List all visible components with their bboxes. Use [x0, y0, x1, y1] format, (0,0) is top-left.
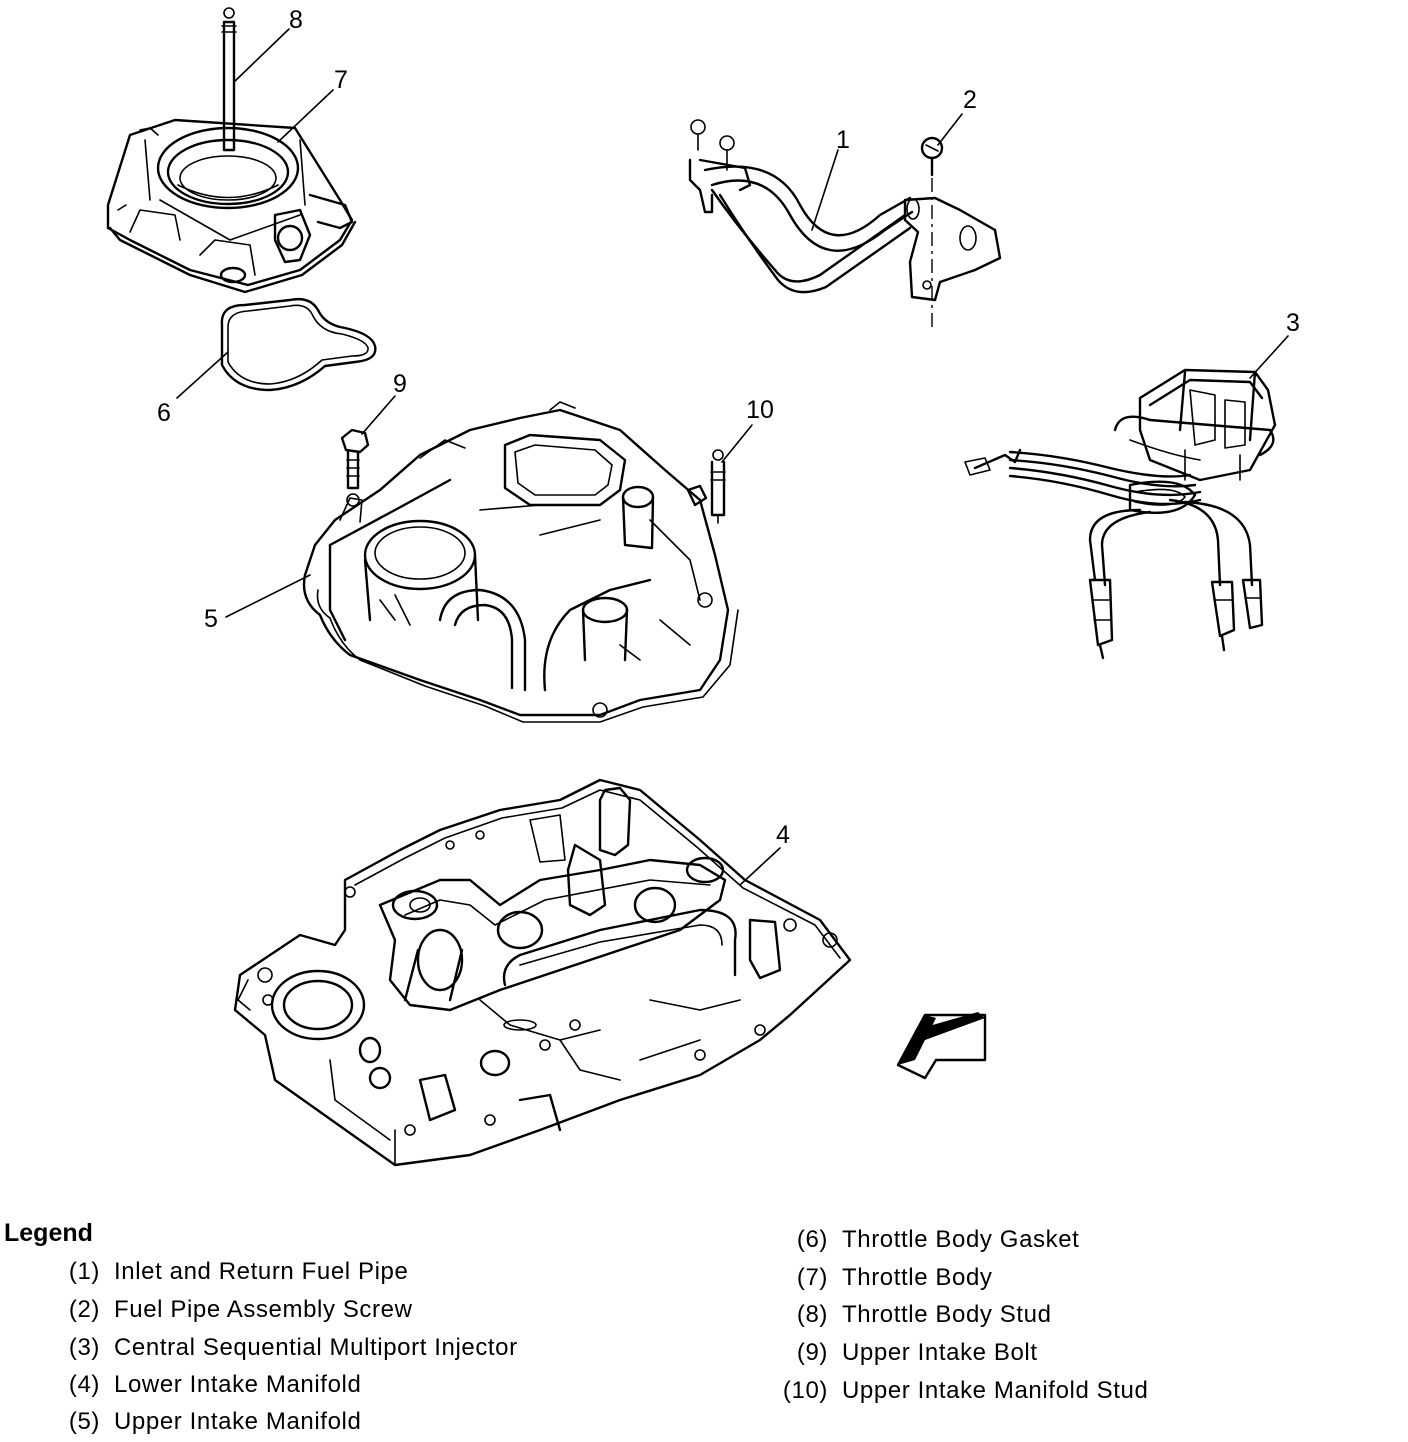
csfi-injector-part [964, 368, 1277, 660]
callout-9: 9 [393, 370, 407, 398]
front-arrow-icon [896, 1012, 987, 1080]
legend-item-8: (8) Throttle Body Stud [0, 1301, 1052, 1329]
callout-labels: 8 7 1 2 3 6 9 10 5 4 30575 [157, 6, 1300, 849]
legend-number: (3) [68, 1334, 100, 1361]
legend-number: (1) [68, 1258, 100, 1285]
exploded-parts-diagram: 8 7 1 2 3 6 9 10 5 4 30575 [106, 6, 1300, 1167]
legend-label: Throttle Body [842, 1264, 993, 1291]
legend-label: Inlet and Return Fuel Pipe [114, 1258, 409, 1285]
callout-5: 5 [204, 605, 218, 633]
legend-number: (4) [68, 1371, 100, 1398]
legend-label: Lower Intake Manifold [114, 1371, 362, 1398]
throttle-body-part [106, 118, 357, 294]
callout-1: 1 [836, 126, 850, 154]
legend-number: (2) [68, 1296, 100, 1323]
legend-number: (9) [796, 1339, 828, 1366]
upper-intake-bolt-part [340, 428, 370, 490]
throttle-body-gasket-part [220, 297, 377, 392]
callout-2: 2 [963, 86, 977, 114]
leader-lines [176, 28, 1289, 886]
legend-label: Throttle Body Stud [842, 1301, 1052, 1328]
callout-6: 6 [157, 399, 171, 427]
legend-number: (8) [796, 1301, 828, 1328]
inlet-return-fuel-pipe-part [688, 119, 1002, 302]
legend-label: Fuel Pipe Assembly Screw [114, 1296, 413, 1323]
fuel-pipe-screw-part [920, 136, 944, 330]
upper-intake-stud-part [710, 449, 726, 524]
legend-label: Central Sequential Multiport Injector [114, 1334, 518, 1361]
legend-number: (5) [68, 1408, 100, 1435]
legend-number: (10) [782, 1377, 828, 1404]
legend-item-2: (2) Fuel Pipe Assembly Screw [0, 1296, 413, 1324]
legend-item-9: (9) Upper Intake Bolt [0, 1339, 1038, 1367]
callout-7: 7 [334, 66, 348, 94]
legend-item-4: (4) Lower Intake Manifold [0, 1371, 361, 1399]
legend-title: Legend [4, 1219, 93, 1247]
callout-3: 3 [1286, 309, 1300, 337]
legend-number: (6) [796, 1226, 828, 1253]
legend-item-6: (6) Throttle Body Gasket [0, 1226, 1079, 1254]
legend-item-3: (3) Central Sequential Multiport Injector [0, 1334, 518, 1362]
upper-intake-manifold-part [302, 401, 739, 723]
legend-item-5: (5) Upper Intake Manifold [0, 1408, 361, 1436]
legend-item-10: (10) Upper Intake Manifold Stud [0, 1377, 1148, 1405]
legend-item-1: (1) Inlet and Return Fuel Pipe [0, 1258, 408, 1286]
legend-label: Upper Intake Manifold Stud [842, 1377, 1149, 1404]
lower-intake-manifold-part [233, 778, 852, 1167]
throttle-body-stud-part [221, 7, 237, 152]
legend-label: Throttle Body Gasket [842, 1226, 1080, 1253]
callout-4: 4 [776, 821, 790, 849]
legend-item-7: (7) Throttle Body [0, 1264, 993, 1292]
legend-number: (7) [796, 1264, 828, 1291]
legend-label: Upper Intake Manifold [114, 1408, 362, 1435]
callout-8: 8 [289, 6, 303, 34]
callout-10: 10 [746, 396, 774, 424]
legend-label: Upper Intake Bolt [842, 1339, 1038, 1366]
